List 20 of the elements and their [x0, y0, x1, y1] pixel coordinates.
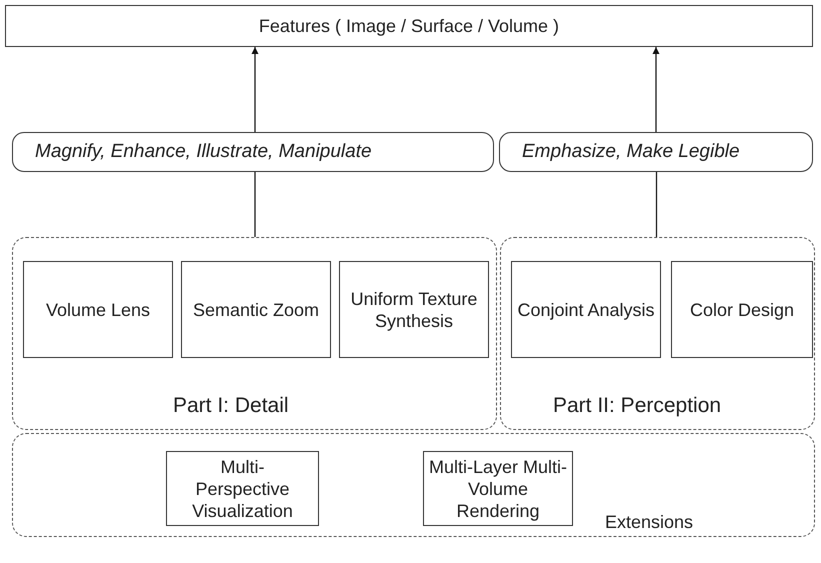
process-box: Color Design	[671, 261, 813, 358]
process-box: Multi- Perspective Visualization	[166, 451, 319, 526]
process-box: Semantic Zoom	[181, 261, 331, 358]
dashed-group	[500, 237, 815, 430]
arrow	[652, 47, 660, 132]
rounded-box: Magnify, Enhance, Illustrate, Manipulate	[12, 132, 494, 172]
connector-line	[656, 172, 658, 237]
process-box: Conjoint Analysis	[511, 261, 661, 358]
arrow	[252, 47, 258, 132]
process-box: Volume Lens	[23, 261, 173, 358]
group-title: Part II: Perception	[553, 394, 722, 418]
connector-line	[254, 172, 256, 237]
process-box: Multi-Layer Multi-Volume Rendering	[423, 451, 573, 526]
rounded-box: Emphasize, Make Legible	[499, 132, 813, 172]
group-title: Part I: Detail	[173, 394, 289, 418]
dashed-group	[12, 237, 497, 430]
dashed-group	[12, 433, 815, 537]
process-box: Uniform Texture Synthesis	[339, 261, 489, 358]
group-title: Extensions	[605, 512, 694, 533]
header-box: Features ( Image / Surface / Volume )	[5, 5, 813, 47]
